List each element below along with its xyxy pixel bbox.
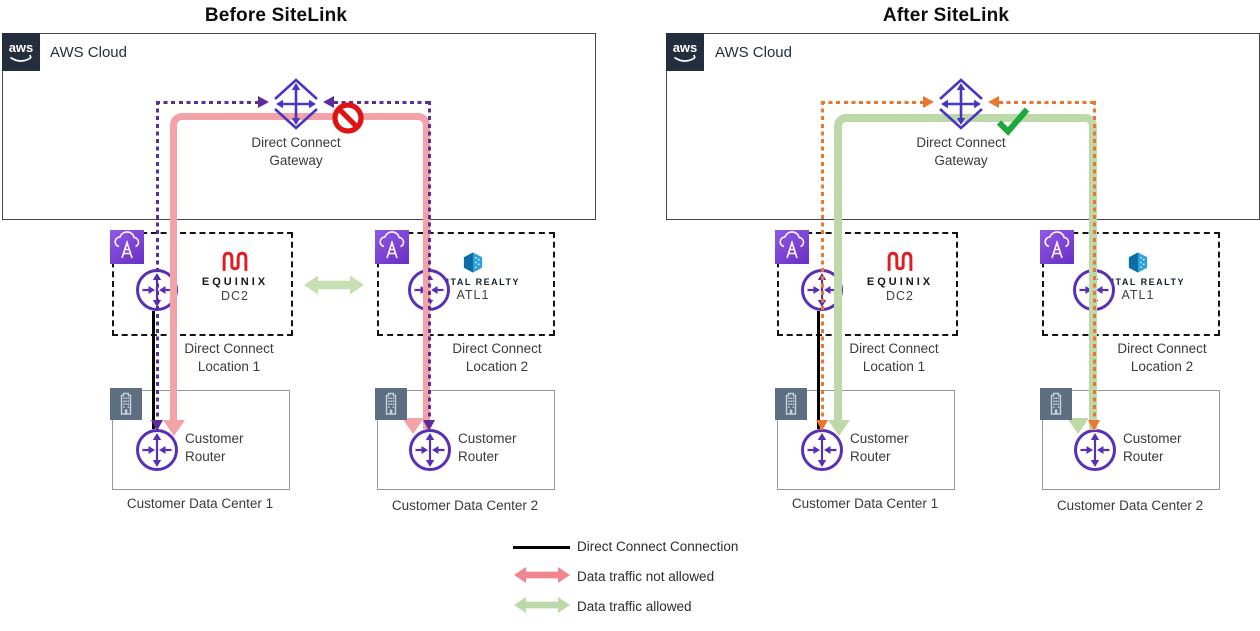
after-dx-location2-box (1042, 232, 1220, 336)
after-orange-arrowhead-to-gateway-left (923, 96, 934, 108)
legend-direct-connect-label: Direct Connect Connection (577, 539, 739, 554)
after-orange-arrowhead-to-gateway-right (988, 96, 999, 108)
before-equinix-brand: EQUINIX DC2 (185, 248, 285, 303)
site-code: DC2 (220, 289, 249, 303)
before-purple-dotted-left (156, 101, 159, 421)
customer-router-icon (1074, 429, 1116, 471)
before-pink-arrowhead-dc2 (402, 418, 424, 434)
before-dc1-direct-connect-line (152, 311, 155, 429)
after-green-arrowhead-dc2 (1067, 418, 1089, 434)
legend-not-allowed-arrow-swatch (514, 567, 570, 583)
after-dx-location1-box (777, 232, 958, 336)
before-purple-arrowhead-dc1 (151, 420, 163, 431)
after-customer-dc2-box (1042, 390, 1220, 490)
direct-connect-location-icon (1040, 230, 1074, 264)
corporate-data-center-icon (375, 388, 407, 420)
digital-realty-logo-icon (463, 252, 483, 273)
site-code: ATL1 (456, 288, 490, 302)
legend-direct-connect-line-swatch (513, 546, 570, 549)
after-title: After SiteLink (882, 5, 1010, 26)
after-customer-dc2-label: Customer Data Center 2 (1056, 498, 1204, 513)
corporate-data-center-icon (110, 388, 142, 420)
before-customer-dc1-box (112, 390, 290, 490)
before-dx-location2-box (377, 232, 555, 336)
after-customer-dc1-box (777, 390, 955, 490)
direct-connect-gateway-icon (939, 78, 983, 130)
equinix-wordmark: EQUINIX (201, 276, 269, 288)
legend-allowed-label: Data traffic allowed (577, 599, 692, 614)
aws-logo-icon: aws (666, 33, 704, 71)
before-title: Before SiteLink (204, 5, 348, 26)
direct-connect-location-icon (375, 230, 409, 264)
traffic-allowed-arrow-between-locations (304, 275, 364, 295)
corporate-data-center-icon (775, 388, 807, 420)
before-purple-dotted-right (428, 101, 431, 421)
direct-connect-location-icon (775, 230, 809, 264)
before-dx-location1-box (112, 232, 293, 336)
equinix-wordmark: EQUINIX (866, 276, 934, 288)
customer-router-icon (409, 429, 451, 471)
digital-realty-logo-icon (1128, 252, 1148, 273)
after-aws-cloud-label: AWS Cloud (715, 44, 792, 61)
after-orange-arrowhead-dc2 (1088, 420, 1100, 431)
after-digital-realty-brand: DIGITAL REALTY ATL1 (1068, 250, 1208, 302)
before-pink-arrowhead-dc1 (163, 420, 185, 436)
aws-logo-icon: aws (2, 33, 40, 71)
direct-connect-gateway-icon (274, 78, 318, 130)
site-code: DC2 (885, 289, 914, 303)
before-customer-dc2-label: Customer Data Center 2 (391, 498, 539, 513)
before-customer-dc2-box (377, 390, 555, 490)
after-equinix-brand: EQUINIX DC2 (850, 248, 950, 303)
before-aws-cloud-box (2, 33, 596, 220)
site-code: ATL1 (1121, 288, 1155, 302)
before-customer-dc1-label: Customer Data Center 1 (126, 496, 274, 511)
no-traffic-icon (332, 102, 364, 134)
after-orange-dotted-right (1093, 101, 1096, 421)
aws-logo-text: aws (9, 40, 34, 55)
before-aws-cloud-label: AWS Cloud (50, 44, 127, 61)
digital-realty-wordmark: DIGITAL REALTY (1091, 277, 1185, 287)
before-purple-dotted-top-left (156, 101, 258, 104)
after-customer-dc1-label: Customer Data Center 1 (791, 496, 939, 511)
before-digital-realty-brand: DIGITAL REALTY ATL1 (403, 250, 543, 302)
after-orange-dotted-top-left (821, 101, 923, 104)
after-dc1-direct-connect-line (817, 311, 820, 429)
after-green-arrowhead-dc1 (828, 420, 850, 436)
before-purple-arrowhead-to-gateway-right (323, 96, 334, 108)
equinix-logo-icon (887, 251, 913, 271)
after-orange-dotted-left (821, 101, 824, 421)
equinix-logo-icon (222, 251, 248, 271)
legend-not-allowed-label: Data traffic not allowed (577, 569, 715, 584)
after-orange-arrowhead-dc1 (816, 420, 828, 431)
before-purple-arrowhead-dc2 (423, 420, 435, 431)
after-green-traffic-path (834, 114, 1097, 430)
direct-connect-location-icon (110, 230, 144, 264)
corporate-data-center-icon (1040, 388, 1072, 420)
before-purple-dotted-top-right (334, 101, 431, 104)
legend-allowed-arrow-swatch (514, 597, 570, 613)
aws-logo-text: aws (673, 40, 698, 55)
allowed-check-icon (996, 107, 1030, 136)
before-pink-traffic-path (170, 113, 430, 429)
after-orange-dotted-top-right (999, 101, 1096, 104)
customer-router-icon (801, 429, 843, 471)
before-purple-arrowhead-to-gateway-left (258, 96, 269, 108)
digital-realty-wordmark: DIGITAL REALTY (426, 277, 520, 287)
